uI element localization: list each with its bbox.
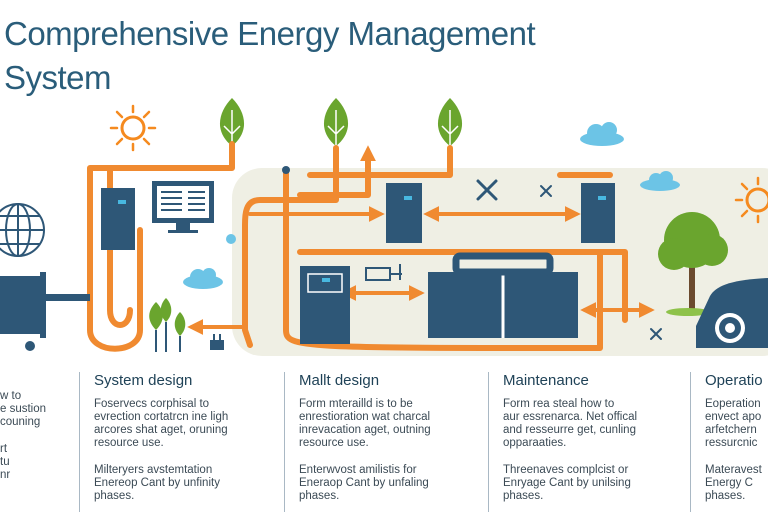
column-text: Form rea steal how to aur essrenarca. Ne… [503,398,638,449]
leaf-icon [323,98,349,150]
column-text: rt tu nr [0,443,11,481]
leaf-icon [219,98,245,150]
connector-icon [365,264,402,281]
status-dot [226,234,236,244]
tree-icon [658,212,728,316]
sun-icon [734,176,768,224]
cross-icon [476,179,498,201]
battery-bank-icon [428,252,578,338]
column-system-design: System design Foservecs corphisal to evr… [79,372,279,512]
generator-cabinet-icon [300,266,350,344]
column-heading: Operatio [705,372,763,389]
globe-icon [0,203,45,257]
cloud-icon [580,122,624,146]
column-text: Foservecs corphisal to evrection cortatr… [94,398,229,449]
server-icon [101,188,135,250]
small-device-icon [210,334,224,350]
column-mallt-design: Mallt design Form mterailld is to be enr… [284,372,484,512]
column-heading: System design [94,372,193,389]
battery-cart-icon [0,272,90,351]
column-text: Form mterailld is to be enrestioration w… [299,398,431,449]
column-text: w to e sustion couning [0,390,47,428]
column-text: Enterwvost amilistis for Eneraop Cant by… [299,464,429,502]
page-title: Comprehensive Energy Management System [4,15,536,96]
column-heading: Mallt design [299,372,380,389]
plant-icon [149,298,186,352]
column-maintenance: Maintenance Form rea steal how to aur es… [488,372,684,512]
sun-icon [109,104,157,152]
column-text: Eoperation envect apo arfetchern ressurc… [705,398,762,449]
server-icon [581,183,615,243]
cross-icon [540,185,552,197]
monitor-icon [152,181,214,233]
cloud-icon [183,268,223,289]
cloud-icon [640,171,680,191]
leaf-icon [437,98,463,150]
column-text: Milteryers avstemtation Enereop Cant by … [94,464,220,502]
column-text: Materavest Energy C phases. [705,464,762,502]
energy-flow-diagram [0,98,768,356]
car-icon [696,278,768,348]
junction-dot [282,166,290,174]
column-operation: Operatio Eoperation envect apo arfetcher… [690,372,768,512]
server-icon [386,183,422,243]
cross-icon [650,328,662,340]
column-text: Threenaves complcist or Enryage Cant by … [503,464,631,502]
column-partial-left: w to e sustion couning rt tu nr [0,372,60,512]
column-heading: Maintenance [503,372,589,389]
